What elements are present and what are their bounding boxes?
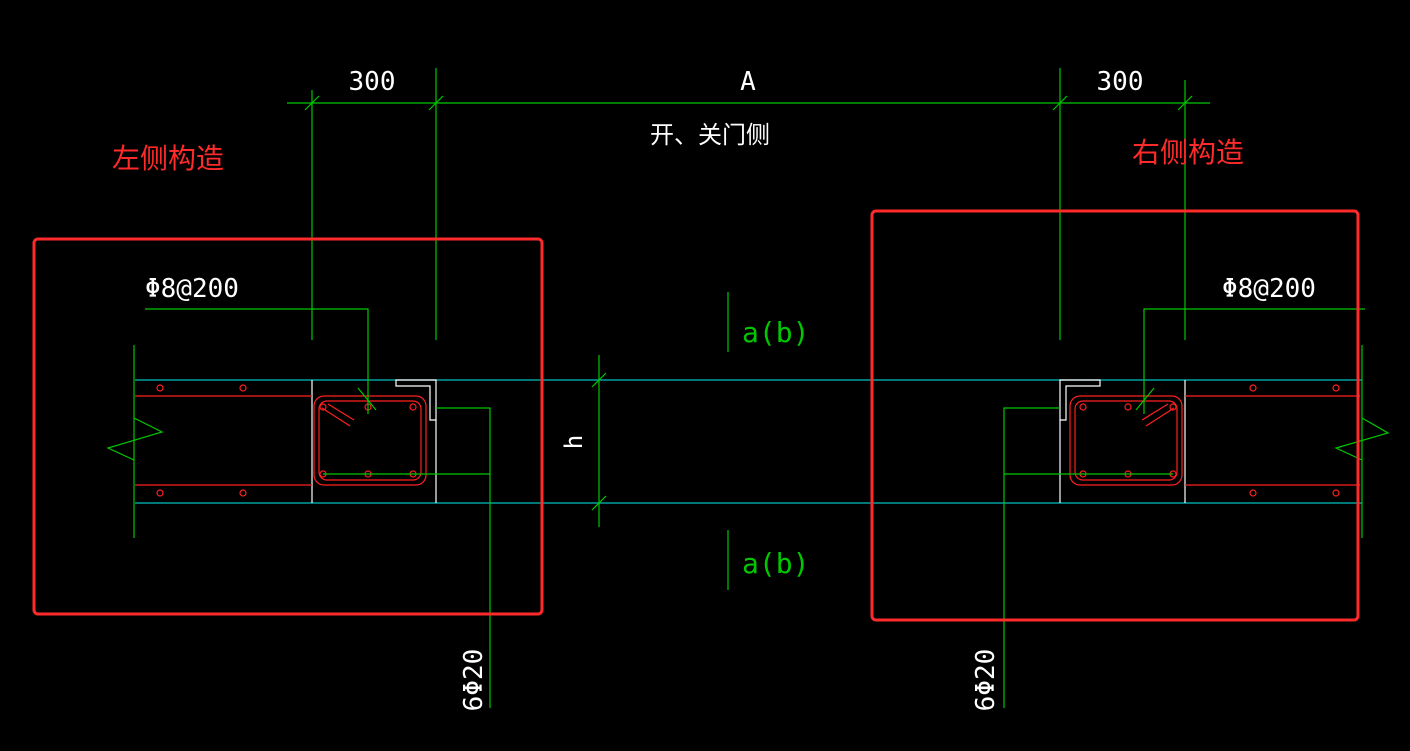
- right-width-dimension: 300: [1097, 67, 1144, 97]
- left-main-bar-label: 6Φ20: [459, 649, 489, 712]
- opening-side-note: 开、关门侧: [650, 121, 770, 149]
- right-construction-label: 右侧构造: [1132, 136, 1244, 169]
- left-construction-label: 左侧构造: [112, 142, 224, 175]
- left-break-line: [106, 345, 164, 538]
- middle-span-dimension: A: [740, 67, 756, 97]
- left-concrete-outline: [311, 379, 437, 503]
- offset-top-label: a(b): [742, 316, 809, 349]
- left-construction-box: [32, 237, 544, 616]
- left-stirrup-label: Φ8@200: [145, 274, 239, 304]
- right-leaders: [1003, 308, 1365, 708]
- right-stirrup-label: Φ8@200: [1222, 274, 1316, 304]
- left-width-dimension: 300: [349, 67, 396, 97]
- right-construction-box: [870, 209, 1360, 622]
- offset-bottom-label: a(b): [742, 547, 809, 580]
- left-leaders: [145, 308, 491, 708]
- height-dimension-label: h: [560, 435, 588, 449]
- right-break-line: [1334, 345, 1390, 538]
- slab-lines: [135, 379, 1362, 504]
- right-concrete-outline: [1059, 379, 1186, 503]
- height-dimension: [591, 355, 607, 527]
- right-main-bar-label: 6Φ20: [971, 649, 1001, 712]
